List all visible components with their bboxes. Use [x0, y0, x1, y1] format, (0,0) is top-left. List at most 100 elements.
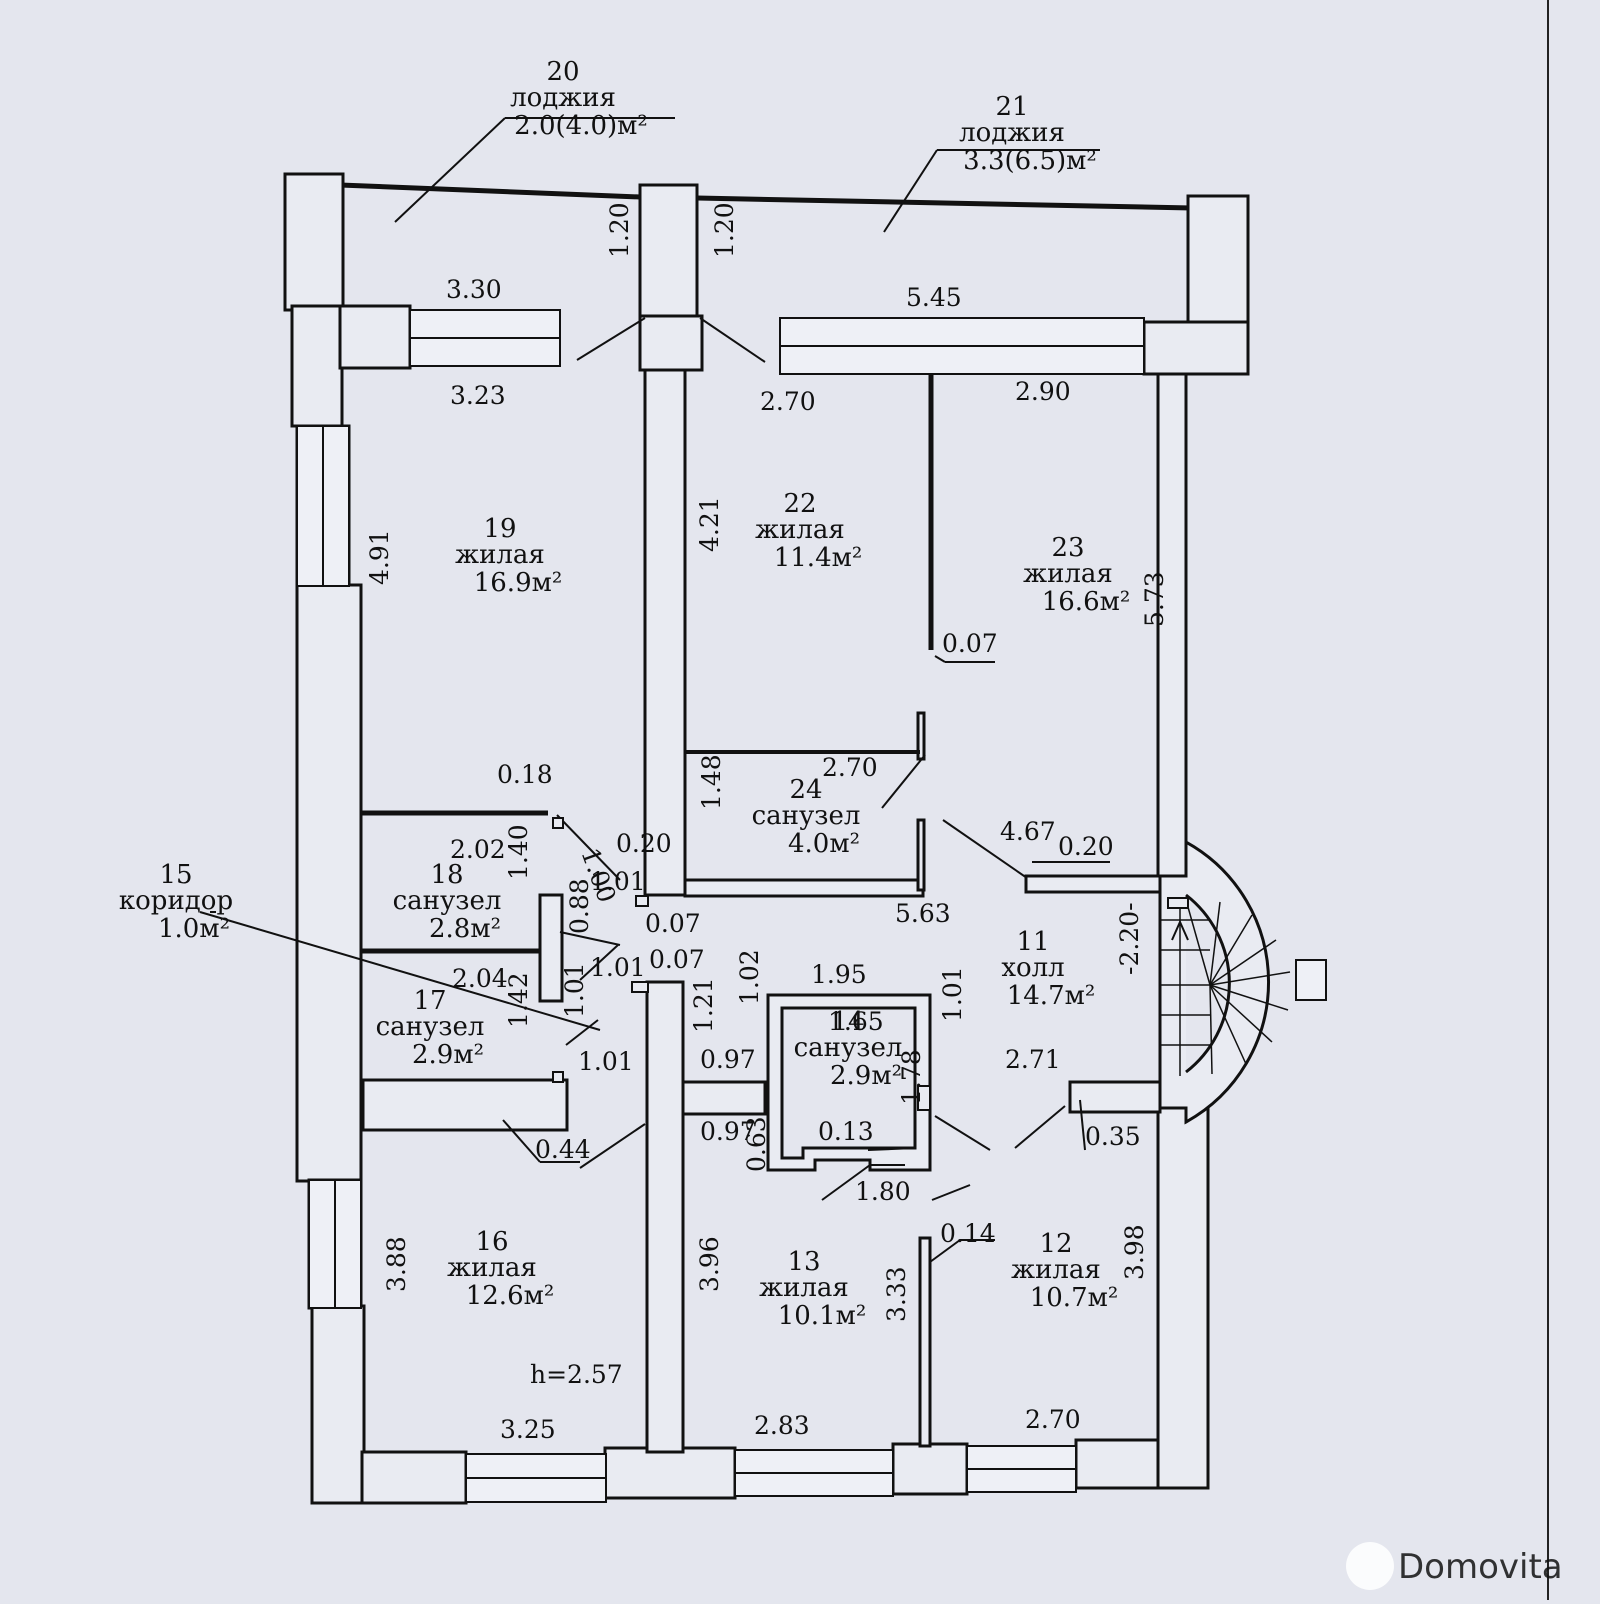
dimension-label: 3.30	[446, 275, 502, 304]
room-area: 2.8м²	[429, 914, 501, 944]
dimension-label: 0.13	[818, 1117, 874, 1146]
staircase	[1158, 839, 1327, 1125]
room-name: лоджия	[510, 83, 616, 113]
dimension-label: 0.07	[942, 629, 998, 658]
room-id: 22	[783, 489, 816, 519]
dimension-label: 4.91	[365, 529, 394, 585]
room-name: холл	[1001, 953, 1064, 983]
dimension-label: 3.88	[382, 1236, 411, 1292]
dimension-label: 1.78	[897, 1049, 926, 1105]
loggia-outline	[339, 182, 1193, 211]
watermark: Domovita	[1346, 1542, 1563, 1590]
dimension-label: 4.67	[1000, 817, 1056, 846]
room-id: 24	[789, 775, 822, 805]
dimension-label: 0.63	[742, 1116, 771, 1172]
dimension-label: 1.01	[590, 867, 646, 896]
room-id: 20	[546, 57, 579, 87]
room-area: 2.9м²	[830, 1061, 902, 1091]
room-name: санузел	[376, 1012, 485, 1042]
room-area: 2.0(4.0)м²	[514, 111, 648, 141]
room-id: 15	[159, 860, 192, 890]
room-area: 2.9м²	[412, 1040, 484, 1070]
dimension-label: 5.73	[1140, 571, 1169, 627]
room-area: 12.6м²	[466, 1281, 555, 1311]
dimension-label: 1.95	[811, 960, 867, 989]
room-name: жилая	[1011, 1255, 1101, 1285]
dimension-label: 0.44	[535, 1135, 591, 1164]
dimension-label: 1.80	[855, 1177, 911, 1206]
ceiling-height-label: h=2.57	[530, 1360, 623, 1389]
dimension-label: 3.98	[1120, 1224, 1149, 1280]
dimension-label: 0.97	[700, 1045, 756, 1074]
room-area: 11.4м²	[774, 543, 863, 573]
dimension-label: 0.20	[616, 829, 672, 858]
dimension-label: 3.25	[500, 1415, 556, 1444]
room-id: 18	[430, 860, 463, 890]
room-name: санузел	[393, 886, 502, 916]
room-id: 13	[787, 1247, 820, 1277]
room-name: жилая	[1023, 559, 1113, 589]
dimension-label: 0.20	[1058, 832, 1114, 861]
dimension-label: 1.48	[697, 754, 726, 810]
room-name: коридор	[119, 886, 233, 916]
room-id: 12	[1039, 1229, 1072, 1259]
windows	[296, 309, 1145, 1503]
dimension-label: 2.71	[1005, 1045, 1061, 1074]
dimension-label: 0.07	[645, 909, 701, 938]
dimension-label: 2.70	[822, 753, 878, 782]
dimension-label: 1.01	[590, 953, 646, 982]
room-name: жилая	[759, 1273, 849, 1303]
dimension-label: 4.21	[695, 496, 724, 552]
room-area: 16.9м²	[474, 568, 563, 598]
dimension-label: 1.01	[938, 966, 967, 1022]
watermark-logo-icon	[1346, 1542, 1394, 1590]
dimension-label: 1.65	[828, 1007, 884, 1036]
dimension-label: 2.70	[1025, 1405, 1081, 1434]
dimension-label: 5.45	[906, 283, 962, 312]
dimension-label: 0.14	[940, 1219, 996, 1248]
dimension-label: 1.20	[710, 202, 739, 258]
dimension-label: 0.97	[700, 1117, 756, 1146]
room-name: санузел	[794, 1033, 903, 1063]
room-id: 16	[475, 1227, 508, 1257]
room-area: 4.0м²	[788, 829, 860, 859]
room-id: 17	[413, 986, 446, 1016]
dimension-label: 5.63	[895, 899, 951, 928]
dimension-label: 2.04	[452, 964, 508, 993]
room-id: 14	[831, 1007, 864, 1037]
dimension-label: 3.23	[450, 381, 506, 410]
room-name: лоджия	[959, 118, 1065, 148]
room-id: 19	[483, 514, 516, 544]
dimension-label: 0.07	[649, 945, 705, 974]
dimension-label: 2.83	[754, 1411, 810, 1440]
room-area: 10.7м²	[1030, 1283, 1119, 1313]
leader-lines	[199, 117, 1110, 1263]
dimension-label: 3.96	[695, 1236, 724, 1292]
dimension-label: 2.90	[1015, 377, 1071, 406]
room-area: 16.6м²	[1042, 587, 1131, 617]
dimension-label: -2.20-	[1115, 902, 1144, 975]
dimension-label: 1.42	[504, 972, 533, 1028]
room-name: жилая	[455, 540, 545, 570]
dimension-label: 0.18	[497, 760, 553, 789]
dimension-label: 1.20	[605, 202, 634, 258]
room-id: 21	[995, 92, 1028, 122]
dimension-label: 0.35	[1085, 1122, 1141, 1151]
